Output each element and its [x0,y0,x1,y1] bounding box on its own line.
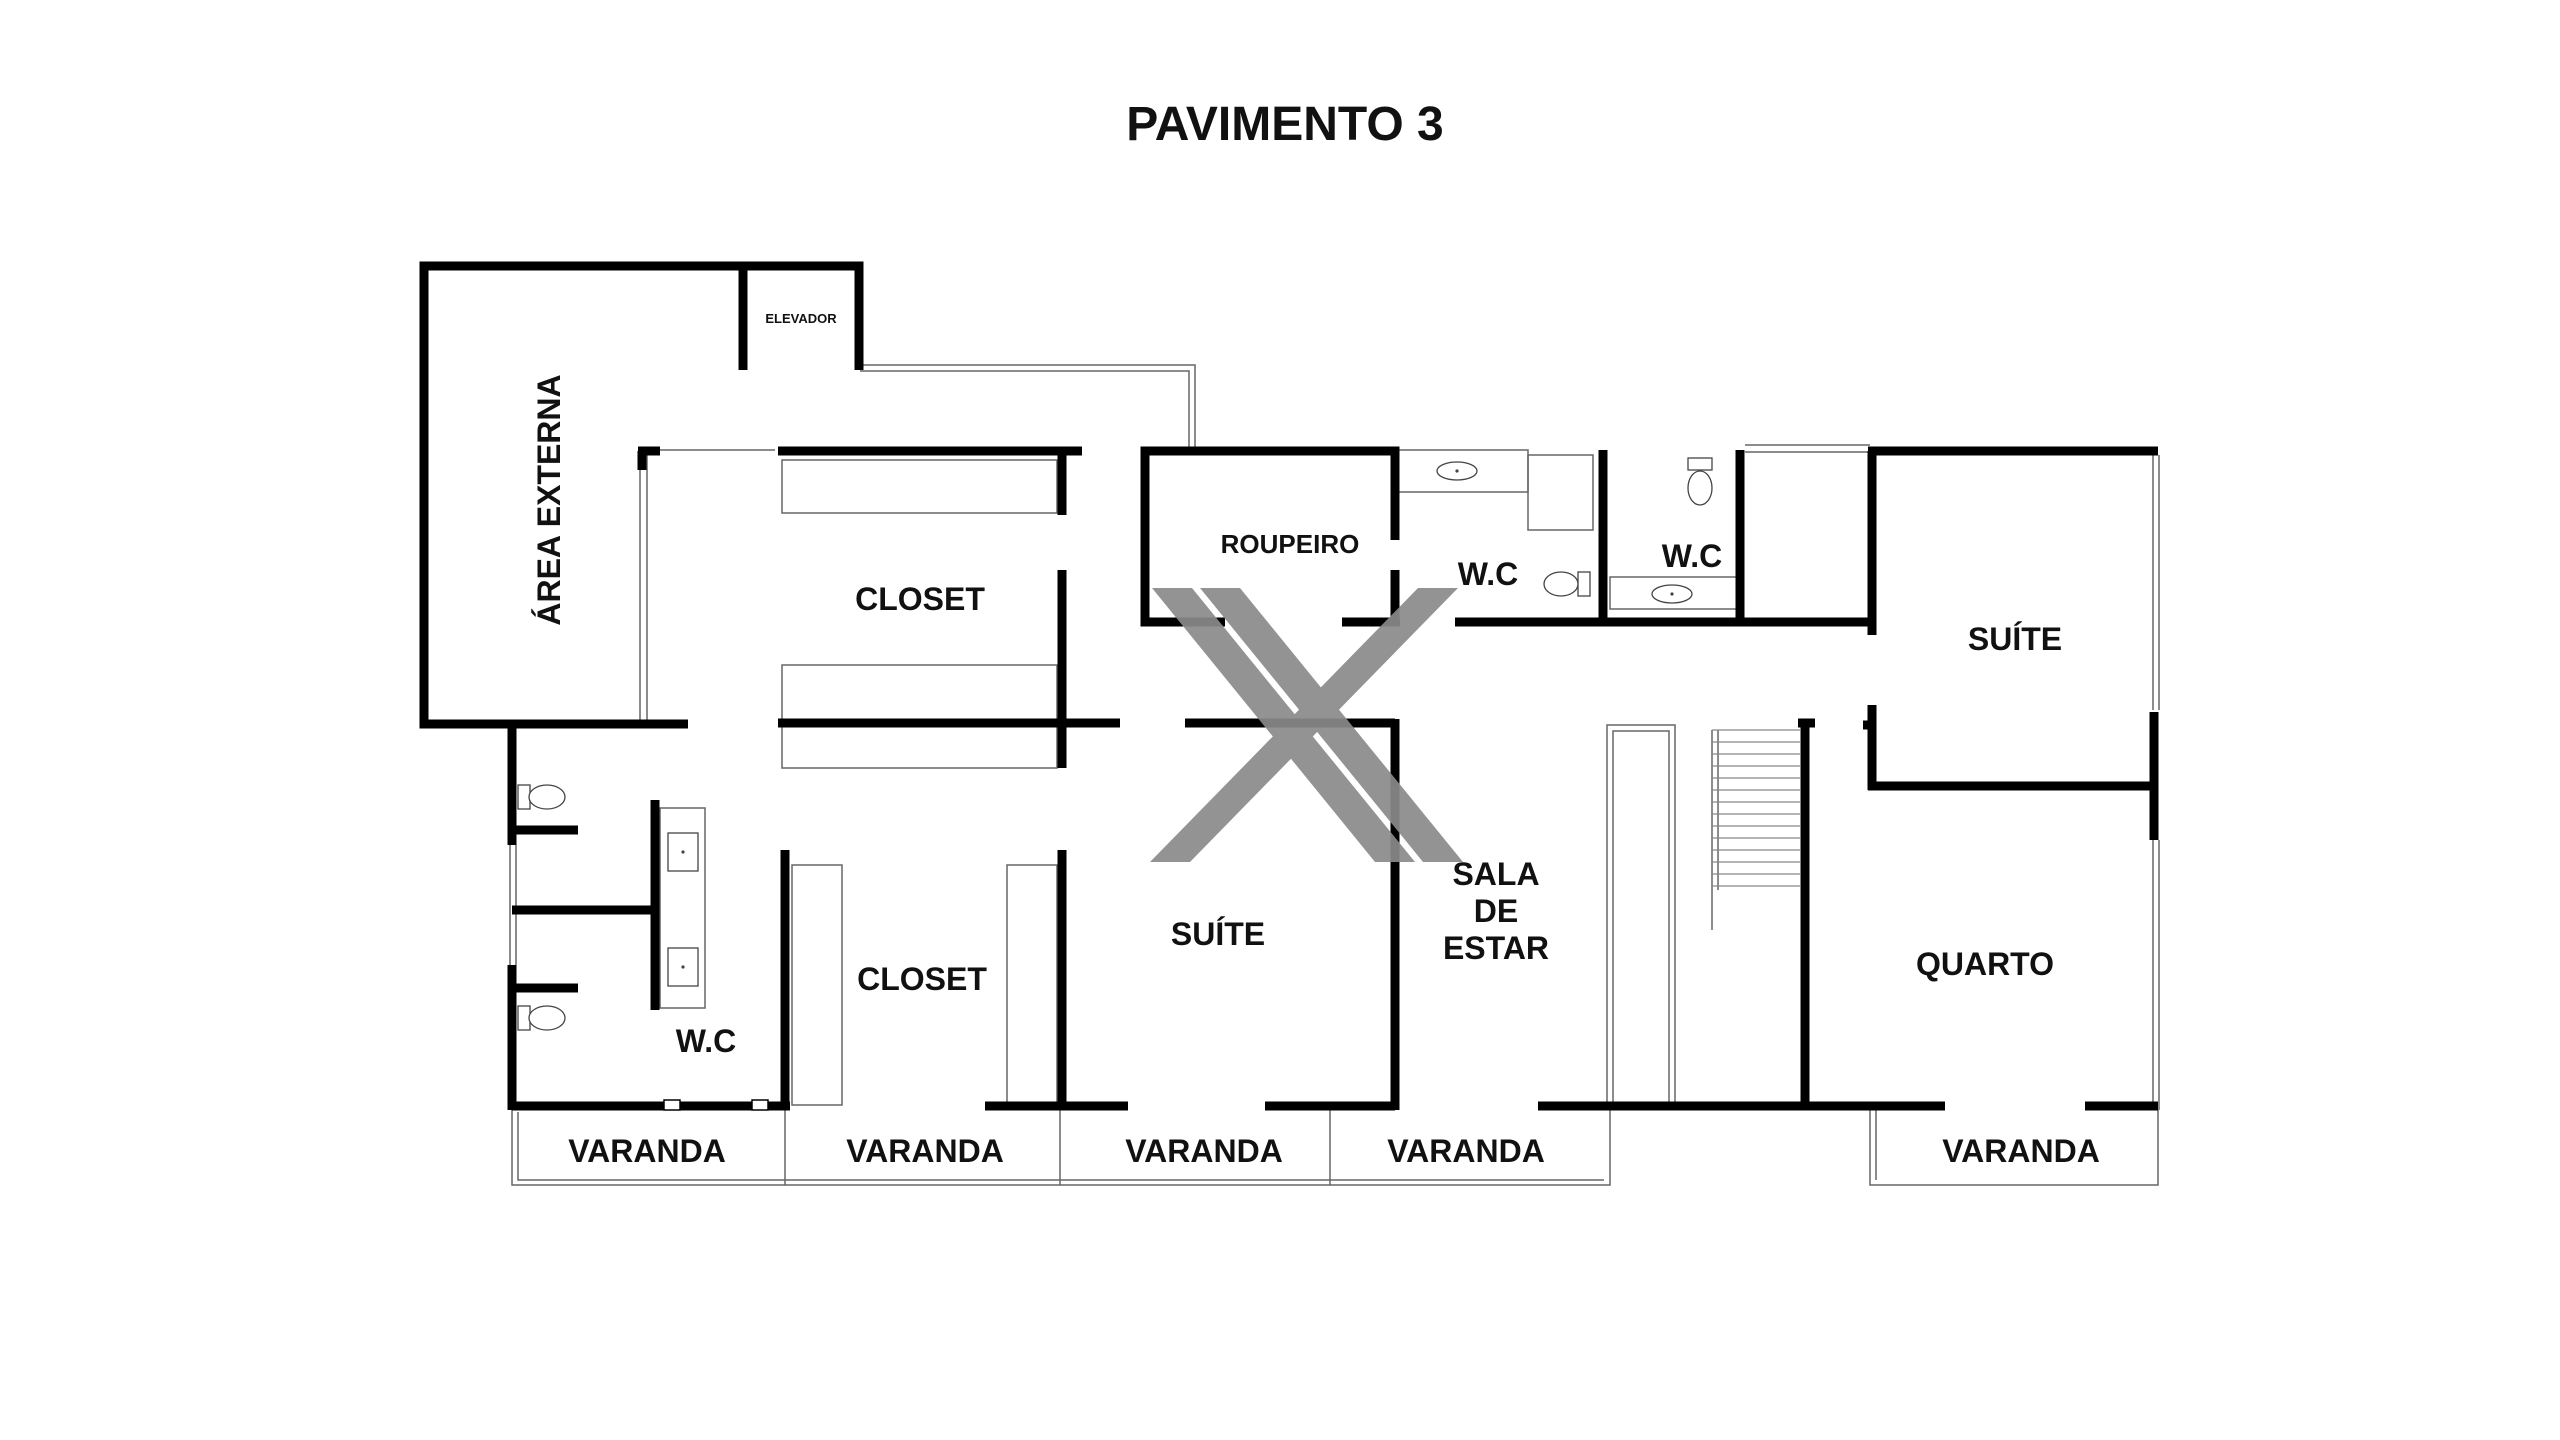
label-wc-left: W.C [676,1023,736,1059]
label-closet-bottom: CLOSET [857,961,987,997]
x-logo-watermark-icon [1150,588,1463,862]
label-area-externa: ÁREA EXTERNA [531,374,567,625]
page-title: PAVIMENTO 3 [1126,98,1443,151]
toilet-icon [1687,457,1713,506]
sink-icon [1651,584,1693,604]
label-roupeiro: ROUPEIRO [1221,529,1360,559]
label-closet-top: CLOSET [855,581,985,617]
label-varanda-2: VARANDA [846,1133,1004,1169]
label-wc-center: W.C [1458,556,1518,592]
sink-icon [667,832,699,872]
label-quarto: QUARTO [1916,946,2054,982]
label-sala-line3: ESTAR [1443,930,1549,966]
label-elevador: ELEVADOR [765,311,837,326]
label-varanda-5: VARANDA [1942,1133,2100,1169]
sink-icon [1436,461,1478,481]
walls [419,261,2159,1111]
toilet-icon [1543,571,1591,597]
window-marks [663,1099,769,1111]
toilet-icon [517,784,566,810]
label-suite-right: SUÍTE [1968,621,2062,657]
label-varanda-3: VARANDA [1125,1133,1283,1169]
label-sala-line2: DE [1474,893,1518,929]
toilet-icon [517,1005,566,1031]
label-suite-center: SUÍTE [1171,916,1265,952]
label-varanda-4: VARANDA [1387,1133,1545,1169]
stair-treads [1712,729,1800,887]
label-varanda-1: VARANDA [568,1133,726,1169]
label-sala-line1: SALA [1452,856,1539,892]
fixtures [517,457,1713,1031]
label-wc-right: W.C [1662,538,1722,574]
sink-icon [667,947,699,987]
